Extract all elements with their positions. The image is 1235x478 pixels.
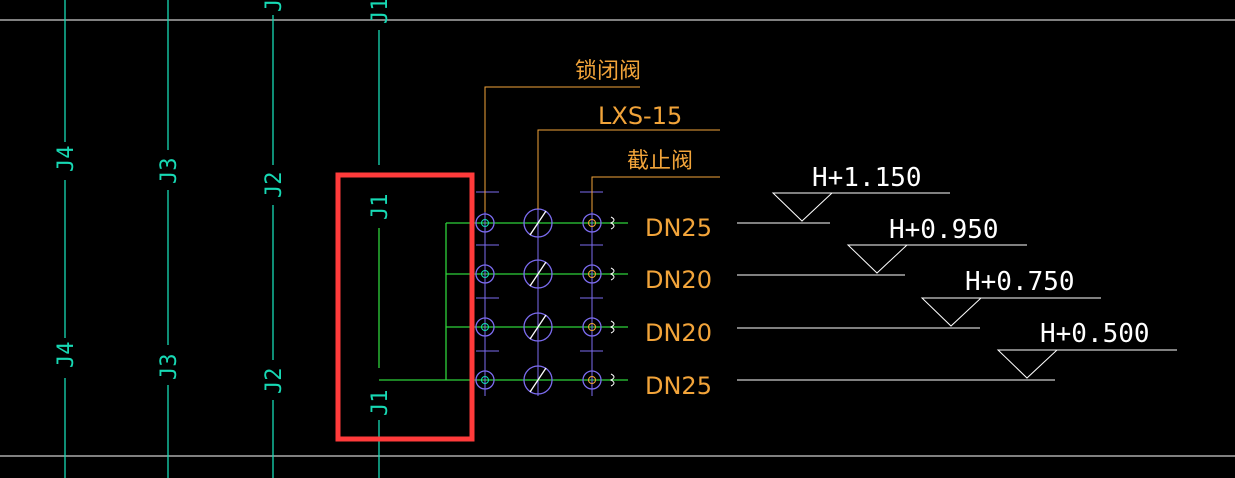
- riser-j1-label-cut: J1: [368, 0, 393, 24]
- callout-lock-valve: 锁闭阀: [484, 59, 641, 212]
- riser-j1-label-mid: J1: [368, 194, 393, 221]
- lock-valve-icon: [475, 370, 495, 390]
- lock-valve-icon: [475, 213, 495, 233]
- branch-row-1: DN25: [475, 208, 712, 242]
- riser-j2-label-cut: J: [262, 0, 287, 12]
- callout-meter: LXS-15: [537, 102, 720, 209]
- elevation-marker-3: H+0.750: [737, 267, 1101, 329]
- branch-row-4: DN25: [475, 365, 712, 400]
- riser-j3-label-top: J3: [157, 158, 182, 185]
- callout-stop-valve-text: 截止阀: [627, 149, 693, 174]
- elevation-label: H+1.150: [812, 163, 922, 193]
- water-meter-icon: [523, 259, 553, 289]
- pipe-size-label: DN20: [645, 266, 712, 294]
- riser-j4-label-top: J4: [54, 146, 79, 173]
- riser-j4: J4 J4: [54, 0, 79, 478]
- riser-j3-label-bottom: J3: [157, 354, 182, 381]
- branch-row-2: DN20: [475, 259, 712, 294]
- riser-j2: J J2 J2: [262, 0, 287, 478]
- pipe-size-label: DN25: [645, 214, 712, 242]
- riser-j3: J3 J3: [157, 0, 182, 478]
- elevation-label: H+0.500: [1040, 319, 1150, 349]
- elevation-label: H+0.750: [965, 267, 1075, 297]
- riser-j1-label-bottom: J1: [368, 390, 393, 417]
- elevation-marker-2: H+0.950: [737, 215, 1027, 276]
- riser-j1: J1 J1 J1: [368, 0, 393, 478]
- riser-j2-label-bottom: J2: [262, 368, 287, 395]
- stop-valve-icon: [582, 370, 602, 390]
- water-meter-icon: [523, 312, 553, 342]
- callout-stop-valve: 截止阀: [591, 149, 720, 212]
- faucet-icon: [609, 216, 615, 230]
- elevation-label: H+0.950: [889, 215, 999, 245]
- pipe-size-label: DN20: [645, 319, 712, 347]
- stop-valve-icon: [582, 264, 602, 284]
- callout-lock-valve-text: 锁闭阀: [575, 59, 641, 84]
- callout-meter-text: LXS-15: [598, 102, 682, 130]
- faucet-icon: [609, 373, 615, 387]
- lock-valve-icon: [475, 264, 495, 284]
- branch-row-3: DN20: [475, 312, 712, 347]
- riser-j2-label-top: J2: [262, 172, 287, 199]
- highlight-box: [335, 172, 475, 442]
- riser-j4-label-bottom: J4: [54, 342, 79, 369]
- elevation-marker-1: H+1.150: [737, 163, 950, 224]
- faucet-icon: [609, 267, 615, 281]
- faucet-icon: [609, 320, 615, 334]
- water-meter-icon: [523, 365, 553, 395]
- valve-column-lock: [476, 190, 499, 396]
- lock-valve-icon: [475, 317, 495, 337]
- pipe-size-label: DN25: [645, 372, 712, 400]
- elevation-marker-4: H+0.500: [737, 319, 1177, 381]
- branch-manifold: [379, 222, 628, 381]
- stop-valve-icon: [582, 317, 602, 337]
- stop-valve-icon: [582, 213, 602, 233]
